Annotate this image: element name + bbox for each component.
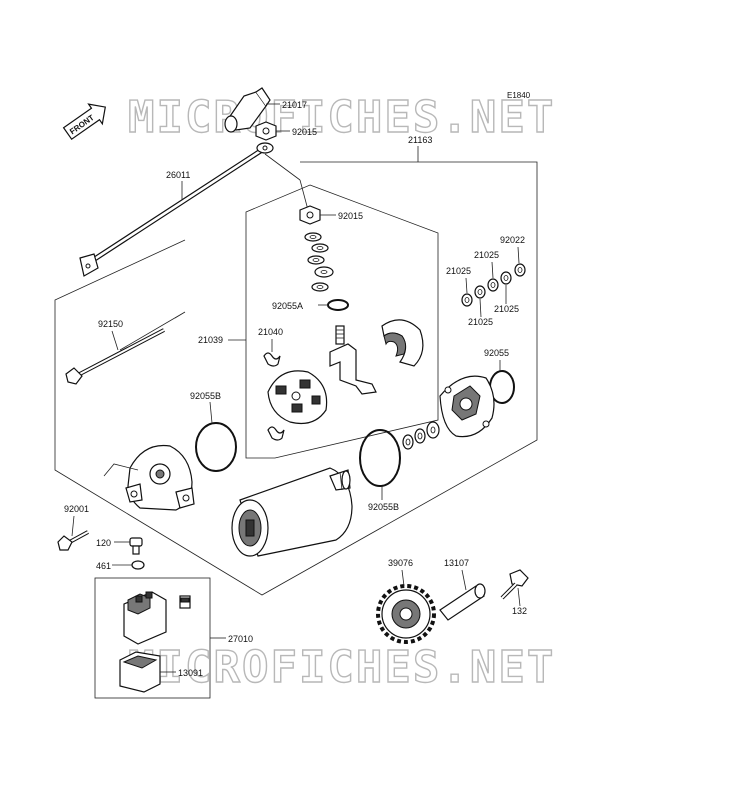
relay-boot-13091: [119, 651, 161, 693]
relay-fuse: [179, 595, 191, 609]
label-92001: 92001: [64, 504, 89, 514]
through-bolt-92150: [65, 328, 165, 385]
o-ring-92055b-left: [195, 422, 237, 472]
label-27010: 27010: [228, 634, 253, 644]
label-92055b-right: 92055B: [368, 502, 399, 512]
label-92015-top: 92015: [292, 127, 317, 137]
brush-holder-plate: [267, 370, 328, 425]
rear-cover: [439, 375, 495, 438]
label-21025-b: 21025: [446, 266, 471, 276]
diagram-code: E1840: [507, 91, 531, 100]
gear-shaft-13107: [439, 583, 486, 621]
outline-21039: [245, 184, 439, 459]
label-13091: 13091: [178, 668, 203, 678]
label-132: 132: [512, 606, 527, 616]
o-ring-92055a: [327, 299, 349, 311]
label-21025-d: 21025: [468, 317, 493, 327]
watermark-bottom: MICROFICHES.NET: [128, 642, 555, 693]
idler-gear-39076: [376, 584, 436, 644]
label-92055: 92055: [484, 348, 509, 358]
nut-92015-mid: [299, 205, 321, 225]
label-21163: 21163: [408, 135, 432, 145]
label-461: 461: [96, 561, 111, 571]
front-cover: [125, 444, 195, 511]
watermark-top: MICROFICHES.NET: [128, 92, 555, 143]
label-21017: 21017: [282, 100, 307, 110]
bolt-120: [129, 537, 143, 555]
brush-spring-lower: [267, 426, 285, 441]
starter-motor-body: [231, 467, 353, 557]
label-92055a: 92055A: [272, 301, 303, 311]
shaft-washers: [402, 421, 440, 450]
brush-holder-ring: [381, 319, 424, 367]
label-92022: 92022: [500, 235, 525, 245]
bolt-132: [500, 569, 529, 600]
bolt-92001: [57, 530, 89, 551]
label-13107: 13107: [444, 558, 469, 568]
label-92055b-left: 92055B: [190, 391, 221, 401]
label-92015-mid: 92015: [338, 211, 363, 221]
washer-stack: [304, 232, 334, 292]
front-arrow-icon: FRONT: [62, 103, 106, 141]
cable-boot-21017: [224, 87, 271, 133]
terminal-bracket: [329, 325, 377, 395]
label-120: 120: [96, 538, 111, 548]
label-21025-a: 21025: [474, 250, 499, 260]
label-21040: 21040: [258, 327, 283, 337]
brush-spring-upper: [263, 352, 281, 367]
starter-cable-26011: [79, 142, 274, 277]
label-92150: 92150: [98, 319, 123, 329]
nut-92015-top: [255, 121, 277, 141]
o-ring-92055b-right: [359, 429, 401, 487]
label-21039: 21039: [198, 335, 223, 345]
outline-21163: [54, 161, 538, 596]
label-26011: 26011: [166, 170, 190, 180]
washers-21025: [461, 263, 526, 307]
washer-461: [131, 560, 145, 570]
label-21025-c: 21025: [494, 304, 519, 314]
label-39076: 39076: [388, 558, 413, 568]
starter-relay: [123, 591, 167, 645]
